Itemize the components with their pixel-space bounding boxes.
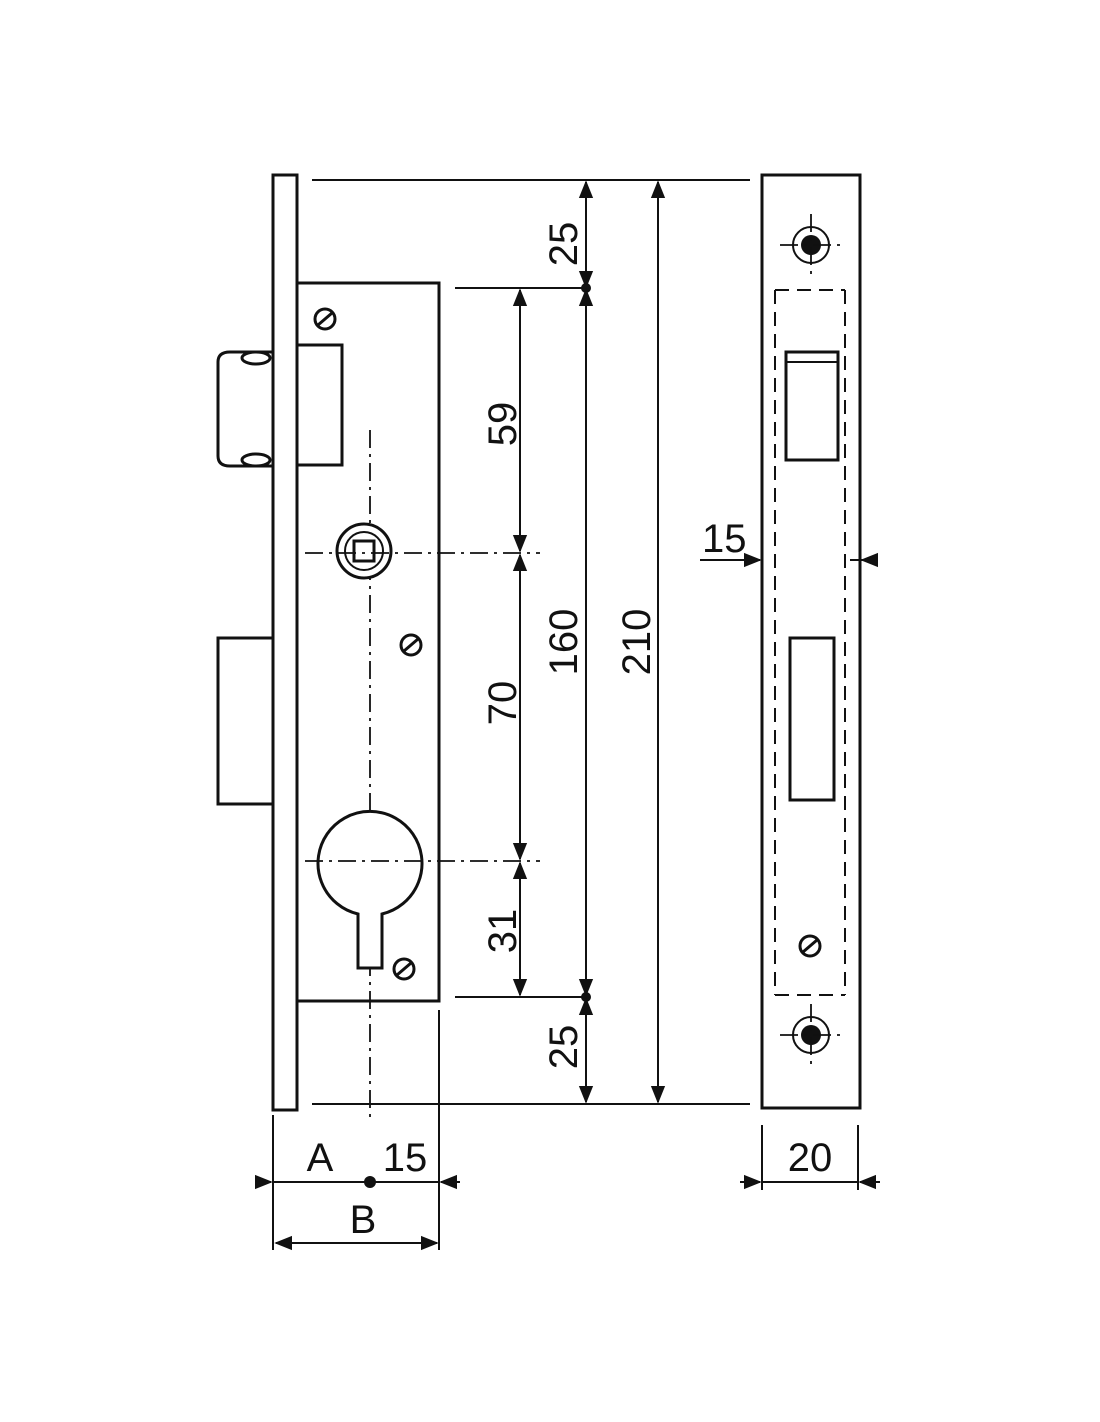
lock-side-view xyxy=(216,173,540,1250)
faceplate-front-view xyxy=(700,173,880,1190)
dim-inner-height: 160 xyxy=(542,609,586,676)
latch-bolt xyxy=(216,343,344,468)
dim-body-depth-label: B xyxy=(350,1198,377,1242)
dim-top-offset: 25 xyxy=(542,222,586,267)
dim-middle-segment: 70 xyxy=(481,681,525,726)
dead-bolt xyxy=(216,636,273,806)
dim-bottom-offset: 25 xyxy=(542,1025,586,1070)
bottom-mounting-hole xyxy=(780,1004,842,1066)
latch-slot xyxy=(784,350,840,462)
dim-lower-segment: 31 xyxy=(481,909,525,954)
extension-lines xyxy=(312,179,750,1105)
dimension-lines xyxy=(512,180,666,1104)
dim-total-height: 210 xyxy=(615,609,659,676)
faceplate-outline xyxy=(760,173,862,1110)
dim-faceplate-inset: 15 xyxy=(702,517,747,561)
top-mounting-hole xyxy=(780,214,842,276)
dim-backset-label: A xyxy=(307,1136,334,1180)
dim-upper-segment: 59 xyxy=(481,402,525,447)
case-screws xyxy=(313,307,423,981)
bolt-slot xyxy=(788,636,836,802)
dim-faceplate-width: 20 xyxy=(788,1136,833,1180)
dim-backset-offset: 15 xyxy=(383,1136,428,1180)
faceplate-screw xyxy=(798,934,822,958)
faceplate-strip xyxy=(271,173,299,1112)
spindle-hub xyxy=(335,522,393,580)
backset-dimensions xyxy=(254,1174,460,1251)
cylinder-cutout xyxy=(316,809,424,970)
